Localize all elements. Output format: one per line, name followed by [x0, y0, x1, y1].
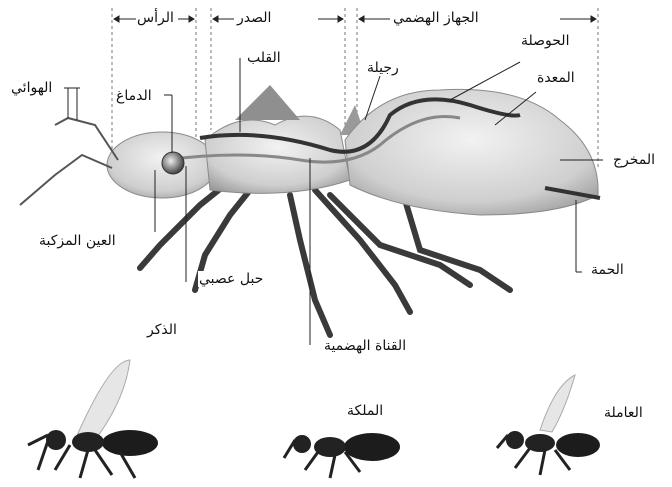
label-heart: القلب [246, 50, 282, 66]
label-digestive-tract: القناة الهضمية [323, 338, 407, 354]
region-label-head: الرأس [136, 10, 175, 26]
region-label-thorax: الصدر [236, 10, 272, 26]
label-petiole: رجيلة [366, 60, 400, 76]
label-compound-eye: العين المزكبة [38, 233, 117, 249]
label-brain: الدماغ [115, 88, 153, 104]
label-stomach: المعدة [536, 70, 576, 86]
male-ant [28, 360, 158, 478]
label-antennae: الهوائي [10, 80, 53, 96]
label-worker: العاملة [603, 405, 644, 421]
label-male: الذكر [146, 322, 178, 338]
label-sting: الحمة [590, 262, 625, 278]
region-label-digestive-system: الجهاز الهضمي [392, 10, 480, 26]
label-crop: الحوصلة [520, 33, 570, 49]
queen-ant [284, 433, 400, 478]
region-arrows [114, 16, 596, 22]
label-nerve-cord: حبل عصبي [198, 271, 264, 287]
label-anus: المخرج [612, 152, 656, 168]
label-queen: الملكة [346, 403, 384, 419]
worker-ant [497, 375, 600, 475]
